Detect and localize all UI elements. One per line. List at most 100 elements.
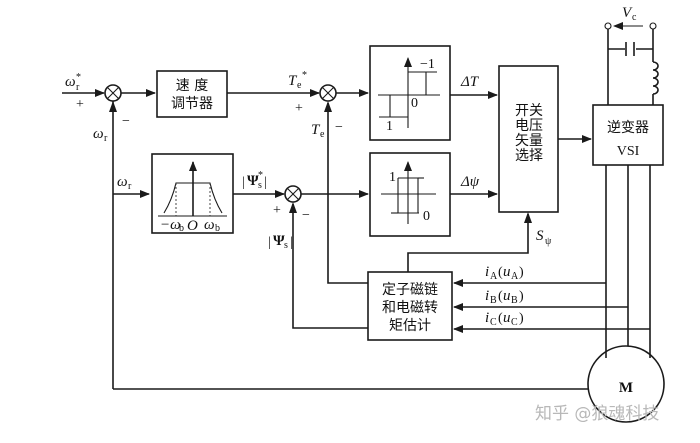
inverter-block: 逆变器 VSI: [592, 104, 664, 166]
torque-feedback-line: [327, 103, 368, 284]
torque-hyst-lower-label: 1: [386, 119, 393, 134]
estimator-line3: 矩估计: [389, 318, 431, 334]
torque-summing-junction: [319, 84, 337, 102]
phase-b-u-sub: B: [511, 295, 518, 306]
phase-c-i: i: [485, 310, 489, 326]
speed-fb-symbol: ω: [93, 126, 104, 142]
torque-ref-sign: +: [295, 101, 303, 116]
svg-text:(: (: [498, 311, 503, 326]
phase-a-i-sub: A: [490, 271, 498, 282]
torque-hyst-zero-label: 0: [411, 96, 418, 111]
flux-fb-sign: −: [302, 208, 310, 223]
speed-ref-input: ω r * +: [62, 72, 105, 112]
phase-a-u-sub: A: [511, 271, 519, 282]
speed-branch-sub: r: [128, 181, 132, 192]
svg-text:): ): [519, 311, 524, 326]
flux-ref-origin-label: O: [187, 218, 198, 234]
switch-table-line2: 电压: [515, 118, 543, 134]
speed-fb-sign: −: [122, 114, 130, 129]
speed-ref-sub: r: [76, 82, 80, 93]
dc-voltage-symbol: V: [622, 5, 633, 21]
flux-summing-junction: [284, 185, 302, 203]
switch-table-line4: 选择: [515, 148, 543, 164]
svg-text:|: |: [290, 235, 293, 250]
dc-terminal-right: [649, 22, 657, 30]
phase-b-i: i: [485, 288, 489, 304]
sector-sub: ψ: [545, 236, 552, 247]
delta-t-label: ΔT: [460, 74, 480, 90]
svg-text:|: |: [264, 175, 267, 190]
flux-hysteresis-block: 1 0: [369, 152, 451, 237]
svg-text:|: |: [268, 235, 271, 250]
flux-feedback-line: [292, 204, 368, 329]
flux-ref-pos-sub: b: [215, 223, 220, 234]
flux-reference-block: −ω b O ω b: [151, 153, 234, 234]
sector-line: [407, 214, 529, 272]
torque-hysteresis-block: −1 0 1: [369, 45, 451, 141]
speed-branch-symbol: ω: [117, 174, 128, 190]
flux-fb-label: | Ψ s |: [268, 233, 293, 251]
flux-ref-sup: *: [258, 170, 263, 181]
speed-ref-symbol: ω: [65, 74, 76, 90]
flux-ref-neg-label: −ω: [160, 217, 181, 233]
flux-hyst-upper-label: 1: [389, 170, 396, 185]
flux-ref-neg-sub: b: [179, 223, 184, 234]
flux-ref-sign: +: [273, 203, 281, 218]
torque-ref-symbol: T: [288, 73, 298, 89]
svg-text:): ): [519, 289, 524, 304]
flux-hyst-zero-label: 0: [423, 209, 430, 224]
svg-text:(: (: [498, 265, 503, 280]
flux-ref-label: | Ψ s * |: [242, 170, 267, 191]
phase-b-label: i B ( u B ): [485, 288, 524, 306]
motor: M: [587, 345, 665, 423]
speed-ref-sup: *: [76, 72, 81, 83]
estimator-block: 定子磁链 和电磁转 矩估计: [367, 271, 453, 341]
motor-circle: [587, 345, 665, 423]
phase-b-i-sub: B: [490, 295, 497, 306]
flux-ref-pos-label: ω: [204, 217, 215, 233]
watermark: 知乎 @狼魂科技: [535, 404, 659, 424]
speed-ref-sign: +: [76, 97, 84, 112]
torque-hyst-upper-label: −1: [420, 57, 435, 72]
phase-b-u: u: [503, 288, 511, 304]
phase-a-label: i A ( u A ): [485, 264, 524, 282]
torque-fb-symbol: T: [311, 122, 321, 138]
speed-summing-junction: [104, 84, 122, 102]
speed-regulator-line2: 调节器: [171, 96, 213, 112]
flux-fb-symbol: Ψ: [273, 233, 285, 249]
dc-terminal-left: [604, 22, 612, 30]
switch-table-line3: 矢量: [515, 133, 543, 149]
flux-ref-symbol: Ψ: [247, 173, 259, 189]
phase-c-label: i C ( u C ): [485, 310, 524, 328]
torque-fb-sub: e: [320, 129, 325, 140]
speed-regulator-line1: 速 度: [176, 78, 208, 94]
flux-ref-curve: [163, 182, 223, 214]
motor-label: M: [619, 380, 633, 396]
phase-a-i: i: [485, 264, 489, 280]
estimator-line1: 定子磁链: [382, 282, 438, 298]
phase-c-i-sub: C: [490, 317, 497, 328]
dc-voltage-sub: c: [632, 12, 637, 23]
flux-fb-sub: s: [284, 240, 288, 251]
phase-a-u: u: [503, 264, 511, 280]
dc-link: V c: [604, 5, 659, 105]
sector-symbol: S: [536, 228, 544, 244]
inverter-line2: VSI: [617, 144, 640, 159]
svg-text:): ): [519, 265, 524, 280]
phase-c-u: u: [503, 310, 511, 326]
inductor-icon: [652, 61, 659, 95]
svg-text:|: |: [242, 175, 245, 190]
delta-psi-label: Δψ: [460, 174, 480, 190]
torque-fb-sign: −: [335, 120, 343, 135]
speed-fb-sub: r: [104, 133, 108, 144]
switch-table-block: 开关 电压 矢量 选择: [498, 65, 559, 213]
phase-c-u-sub: C: [511, 317, 518, 328]
speed-regulator-block: 速 度 调节器: [156, 70, 228, 118]
inverter-line1: 逆变器: [607, 120, 649, 136]
estimator-line2: 和电磁转: [382, 300, 438, 316]
switch-table-line1: 开关: [515, 103, 543, 119]
flux-ref-sub: s: [258, 180, 262, 191]
svg-text:(: (: [498, 289, 503, 304]
torque-ref-sup: *: [302, 70, 307, 81]
